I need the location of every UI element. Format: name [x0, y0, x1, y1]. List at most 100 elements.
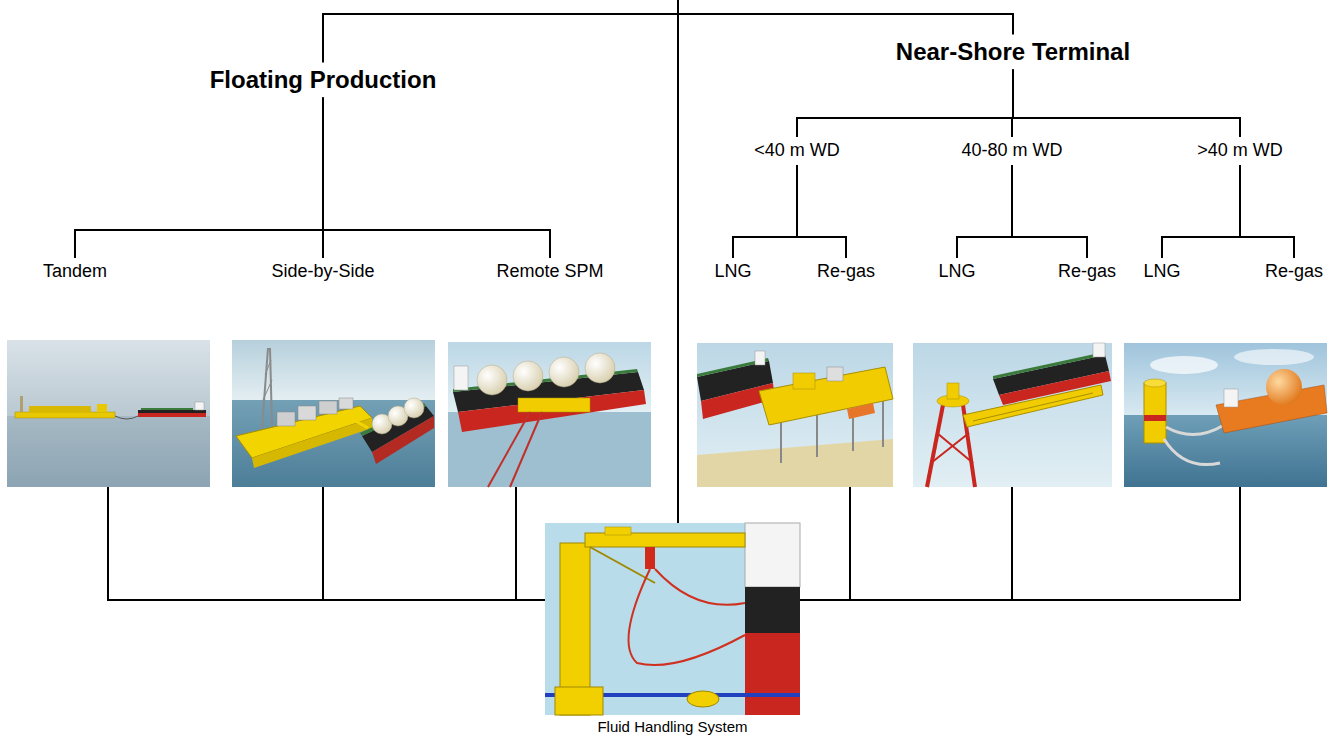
- tree-connector: [800, 487, 1240, 600]
- trunk-stub: [677, 0, 679, 14]
- art-shape: [477, 365, 507, 395]
- concept-title: Side-by-Side: [271, 261, 374, 283]
- art-shape: [585, 353, 615, 383]
- tandem-picture: [7, 340, 210, 487]
- depth-label: <40 m WD: [749, 137, 845, 165]
- category-heading: Near-Shore Terminal: [891, 35, 1136, 70]
- tree-connector: [1162, 165, 1294, 258]
- concept-title: LNG: [938, 261, 975, 283]
- tree-connector: [323, 98, 550, 259]
- concept-title: LNG: [714, 261, 751, 283]
- art-shape: [138, 413, 206, 417]
- art-shape: [339, 398, 353, 409]
- art-shape: [510, 412, 542, 487]
- art-shape: [1164, 439, 1220, 465]
- art-shape: [263, 380, 272, 400]
- concept-title: Remote SPM: [496, 261, 603, 283]
- shallow-terminal-picture: [697, 343, 893, 487]
- art-shape: [1166, 425, 1224, 435]
- art-shape: [7, 416, 210, 487]
- art-shape: [138, 410, 206, 413]
- concept-panel: LNG Re-gas: [697, 258, 893, 487]
- art-shape: [931, 433, 969, 463]
- art-shape: [518, 398, 590, 412]
- art-shape: [549, 357, 579, 387]
- tree-connector: [1013, 70, 1240, 138]
- art-shape: [545, 523, 800, 715]
- art-shape: [1144, 415, 1166, 421]
- concept-panel: LNGRe-gas: [913, 258, 1112, 487]
- art-shape: [816, 411, 818, 457]
- tree-connector: [516, 487, 545, 600]
- art-shape: [7, 340, 210, 416]
- mid-depth-terminal-picture: [913, 343, 1112, 487]
- art-shape: [97, 404, 107, 412]
- art-shape: [927, 405, 943, 487]
- art-shape: [195, 402, 204, 410]
- art-shape: [1266, 369, 1302, 405]
- depth-label: >40 m WD: [1192, 137, 1288, 165]
- tree-connector: [108, 487, 545, 600]
- fluid-handling-picture: [545, 523, 800, 715]
- art-shape: [755, 351, 765, 365]
- tree-connector: [957, 165, 1087, 258]
- tree-connector: [797, 70, 1013, 138]
- caption-text: Fluid Handling System: [597, 718, 747, 736]
- system-panel: Fluid Handling System: [545, 523, 800, 737]
- art-shape: [1144, 383, 1166, 443]
- tree-connector: [323, 487, 545, 600]
- art-shape: [697, 439, 893, 487]
- concept-title: Tandem: [43, 261, 107, 283]
- art-shape: [655, 569, 745, 605]
- art-shape: [298, 406, 316, 420]
- art-shape: [1224, 389, 1238, 407]
- art-shape: [265, 360, 271, 375]
- concept-panel: Remote SPM: [448, 258, 651, 487]
- art-shape: [1150, 356, 1218, 374]
- art-shape: [1093, 343, 1105, 357]
- art-shape: [1234, 349, 1314, 365]
- concept-panel: Tandem: [7, 258, 210, 487]
- side-by-side-picture: [232, 340, 435, 487]
- art-shape: [937, 433, 973, 463]
- concept-title: Re-gas: [817, 261, 875, 283]
- art-shape: [793, 373, 815, 389]
- tree-connector: [678, 14, 1013, 523]
- depth-text: 40-80 m WD: [961, 140, 1063, 162]
- art-shape: [262, 348, 268, 428]
- concept-panel: LNG Re-gas: [1124, 258, 1327, 487]
- art-shape: [847, 403, 875, 419]
- art-shape: [882, 397, 884, 447]
- art-shape: [697, 343, 893, 487]
- remote-spm-picture: [448, 342, 651, 487]
- art-shape: [319, 401, 337, 414]
- tree-connector: [800, 487, 850, 600]
- art-shape: [745, 633, 800, 715]
- depth-text: <40 m WD: [754, 140, 840, 162]
- art-shape: [354, 420, 368, 428]
- category-title: Near-Shore Terminal: [896, 38, 1131, 67]
- art-shape: [1144, 379, 1166, 387]
- concept-title: LNG: [1143, 261, 1180, 283]
- art-shape: [913, 343, 1112, 487]
- art-shape: [232, 340, 435, 400]
- art-shape: [29, 406, 91, 412]
- art-shape: [15, 412, 115, 418]
- art-shape: [277, 412, 295, 426]
- concept-title: Re-gas: [1265, 261, 1323, 283]
- art-shape: [605, 527, 631, 535]
- art-shape: [270, 348, 272, 426]
- depth-text: >40 m WD: [1197, 140, 1283, 162]
- concept-title: Re-gas: [1058, 261, 1116, 283]
- concept-panel: Side-by-Side: [232, 258, 435, 487]
- category-heading: Floating Production: [205, 63, 442, 98]
- art-shape: [780, 419, 782, 463]
- art-shape: [141, 408, 193, 410]
- art-shape: [993, 352, 1105, 379]
- deep-terminal-picture: [1124, 343, 1327, 487]
- art-shape: [404, 398, 424, 418]
- tree-connector: [800, 487, 1012, 600]
